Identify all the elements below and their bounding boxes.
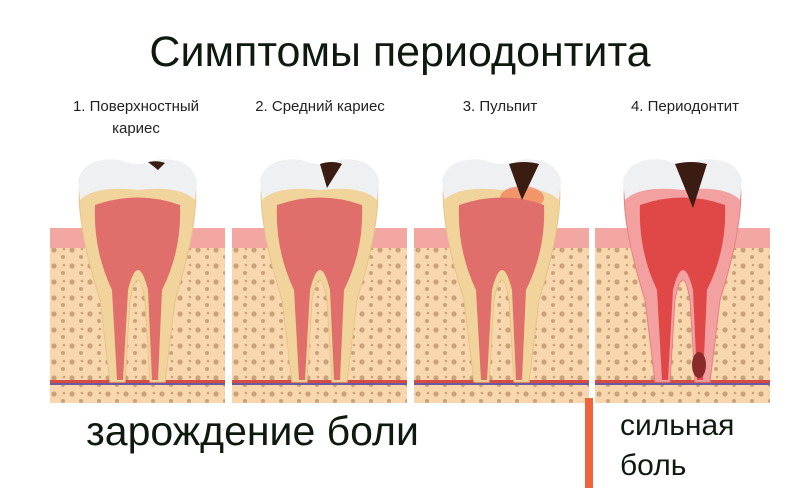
stage-1-label-line2: кариес	[112, 120, 160, 137]
page-title: Симптомы периодонтита	[149, 28, 651, 76]
tooth-panel-surface-caries	[50, 150, 225, 403]
strong-pain-line2: боль	[620, 449, 687, 482]
tooth-panel-periodontitis	[595, 150, 770, 403]
stage-1-label-line1: 1. Поверхностный	[72, 98, 200, 115]
stage-4-label: 4. Периодонтит	[630, 98, 740, 115]
tooth-panel-pulpitis	[414, 150, 589, 403]
stage-3-label: 3. Пульпит	[462, 98, 538, 115]
stage-2-label: 2. Средний кариес	[255, 98, 385, 115]
stage-1-label: 1. Поверхностный кариес	[52, 96, 220, 140]
severity-divider-bar	[585, 398, 593, 488]
strong-pain-line1: сильная	[620, 409, 735, 442]
tooth-panel-medium-caries	[232, 150, 407, 403]
tooth-illustration-icon	[232, 159, 407, 403]
pain-onset-label: зарождение боли	[86, 408, 419, 454]
tooth-illustration-icon	[50, 159, 225, 403]
tooth-illustration-icon	[595, 159, 770, 403]
tooth-illustration-icon	[414, 159, 589, 403]
strong-pain-label: сильная боль	[620, 406, 734, 486]
